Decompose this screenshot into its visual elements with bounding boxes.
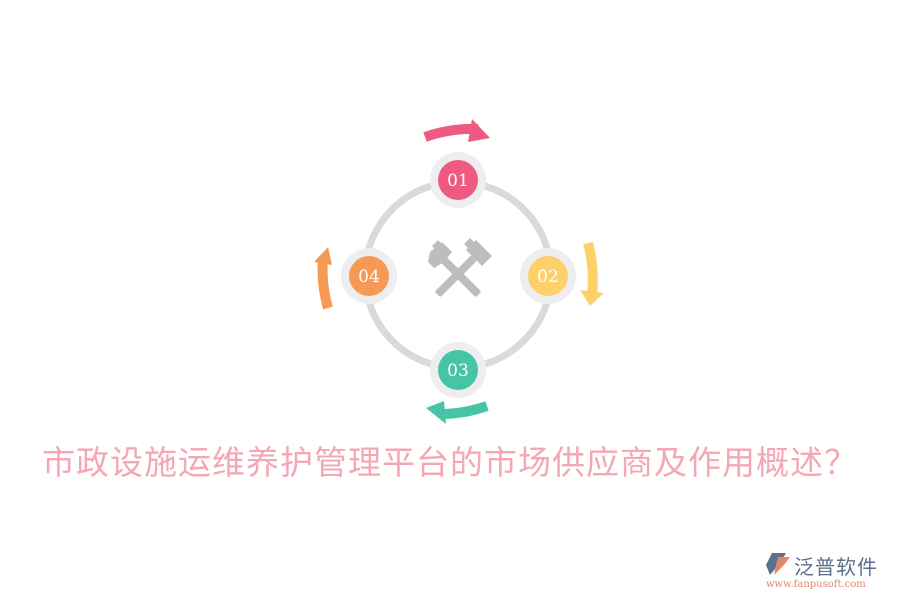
page-title: 市政设施运维养护管理平台的市场供应商及作用概述？ [42, 443, 858, 482]
arrow-top [423, 119, 490, 142]
arrow-left [314, 247, 333, 310]
node-01-label: 01 [447, 171, 469, 191]
node-01: 01 [430, 152, 486, 208]
logo-mark-icon [766, 553, 790, 575]
logo-name: 泛普软件 [794, 555, 878, 579]
node-03: 03 [430, 342, 486, 398]
node-01-dot [438, 160, 478, 200]
node-02-dot [528, 256, 568, 296]
node-02: 02 [520, 248, 576, 304]
node-03-dot [438, 350, 478, 390]
arrow-bottom [426, 401, 489, 424]
node-04-label: 04 [358, 267, 380, 287]
brand-logo[interactable]: 泛普软件 www.fanpusoft.com [766, 551, 896, 591]
node-04: 04 [341, 248, 397, 304]
hammer-crossed-icon [428, 238, 492, 297]
node-03-label: 03 [447, 361, 469, 381]
node-02-label: 02 [537, 267, 559, 287]
arrow-right [580, 241, 604, 306]
node-04-dot [349, 256, 389, 296]
logo-url: www.fanpusoft.com [766, 579, 866, 590]
